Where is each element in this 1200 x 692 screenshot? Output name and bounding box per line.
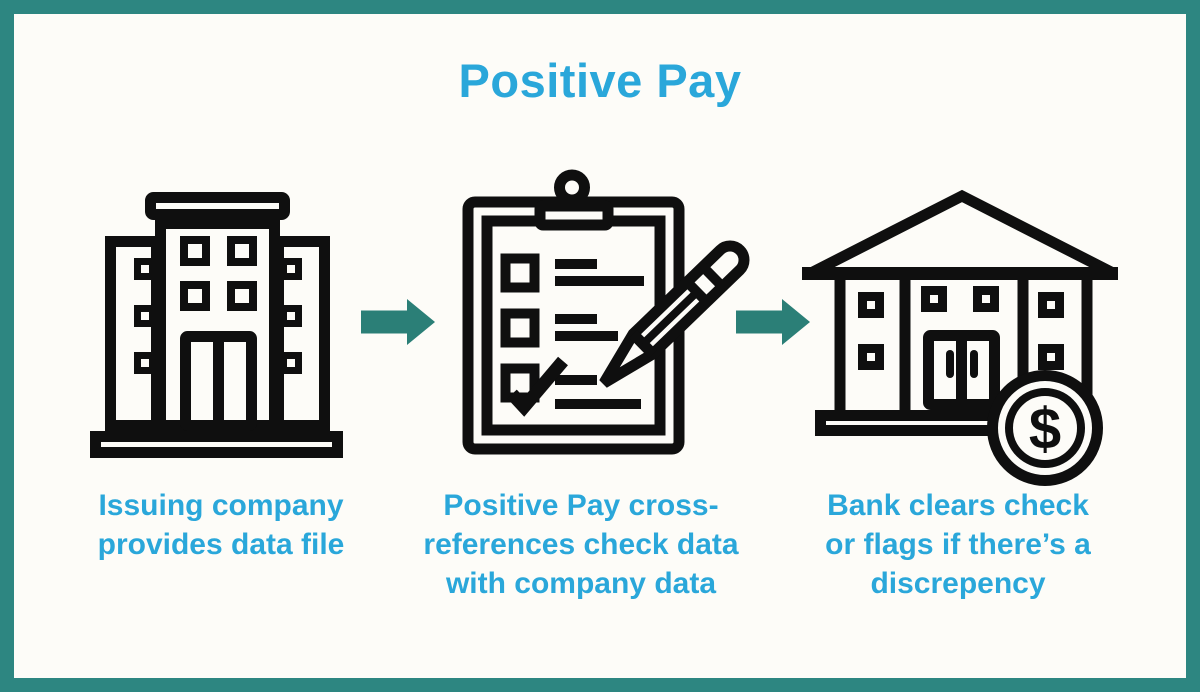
caption-line: discrepency [870, 567, 1046, 600]
bank-building-dollar-icon: $ [802, 189, 1118, 486]
step1-caption: Issuing company provides data file [56, 486, 386, 564]
dollar-coin-icon: $ [987, 370, 1103, 486]
caption-line: Issuing company [98, 489, 344, 522]
office-building-icon [90, 192, 343, 458]
dollar-symbol: $ [1029, 397, 1061, 462]
step2-caption: Positive Pay cross- references check dat… [396, 486, 766, 603]
caption-line: Positive Pay cross- [443, 489, 719, 522]
step3-caption: Bank clears check or flags if there’s a … [791, 486, 1125, 603]
arrow-right-icon [736, 299, 810, 345]
caption-line: references check data [423, 528, 739, 561]
caption-line: or flags if there’s a [825, 528, 1091, 561]
page-title: Positive Pay [458, 54, 742, 107]
caption-line: with company data [445, 567, 717, 600]
pencil-icon [599, 240, 750, 388]
clipboard-checklist-pencil-icon [462, 169, 750, 455]
caption-line: Bank clears check [827, 489, 1089, 522]
caption-line: provides data file [97, 528, 345, 561]
arrow-right-icon [361, 299, 435, 345]
